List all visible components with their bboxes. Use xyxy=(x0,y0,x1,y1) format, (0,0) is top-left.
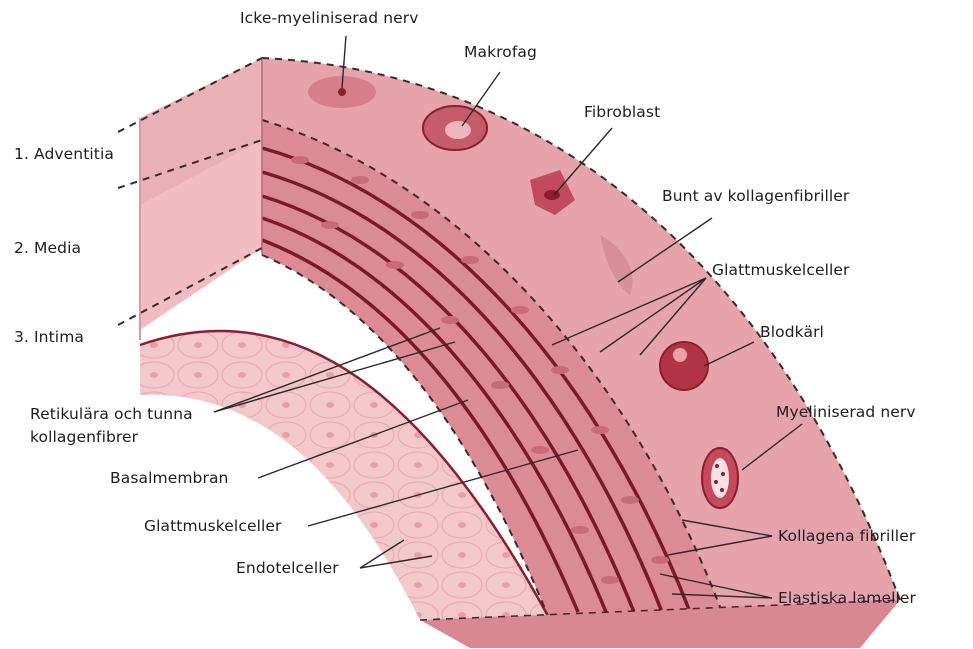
label-blood-vessel: Blodkärl xyxy=(760,322,824,342)
label-reticular-line1: Retikulära och tunna xyxy=(30,404,193,424)
label-macrophage: Makrofag xyxy=(464,42,537,62)
label-reticular-line2: kollagenfibrer xyxy=(30,427,138,447)
label-collagen-fibrils: Kollagena fibriller xyxy=(778,526,915,546)
layer-label-adventitia: 1. Adventitia xyxy=(14,144,114,164)
label-endothelial-cells: Endotelceller xyxy=(236,558,339,578)
label-collagen-bundle: Bunt av kollagenfibriller xyxy=(662,186,849,206)
blood-vessel-icon xyxy=(660,342,708,390)
label-basal-membrane: Basalmembran xyxy=(110,468,228,488)
myelinated-nerve-icon xyxy=(702,448,738,508)
layer-label-intima: 3. Intima xyxy=(14,327,84,347)
label-smooth-muscle-right: Glattmuskelceller xyxy=(712,260,850,280)
macrophage-icon xyxy=(423,106,487,150)
label-myelinated-nerve: Myeliniserad nerv xyxy=(776,402,916,422)
label-fibroblast: Fibroblast xyxy=(584,102,660,122)
label-nonmyelinated-nerve: Icke-myeliniserad nerv xyxy=(240,8,419,28)
layer-label-media: 2. Media xyxy=(14,238,81,258)
label-elastic-lamellae: Elastiska lameller xyxy=(778,588,916,608)
label-smooth-muscle-left: Glattmuskelceller xyxy=(144,516,282,536)
